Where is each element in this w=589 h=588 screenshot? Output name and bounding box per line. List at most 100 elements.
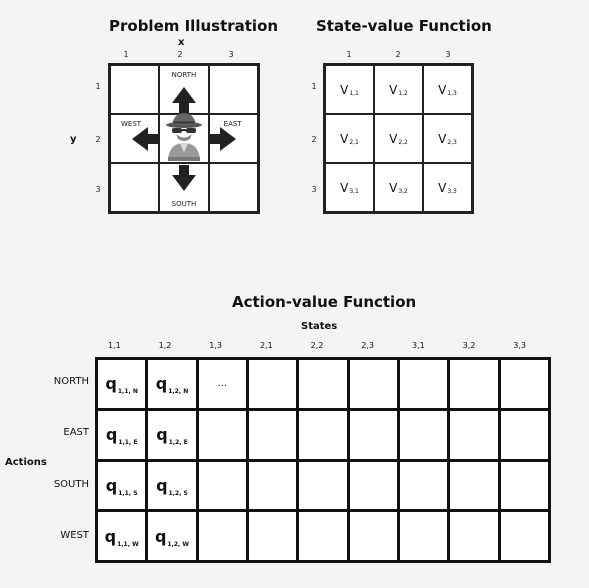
grid-cell <box>208 65 258 114</box>
q-cell <box>349 512 397 560</box>
q-cell <box>349 461 397 510</box>
state-column-label: 2,1 <box>259 341 273 350</box>
q-cell <box>450 461 498 510</box>
state-column-label: 3,2 <box>462 341 476 350</box>
south-label: SOUTH <box>171 200 197 208</box>
q-cell <box>500 410 548 459</box>
row-tick: 1 <box>311 82 317 91</box>
q-cell <box>248 360 297 408</box>
state-value-title: State-value Function <box>316 17 492 35</box>
state-column-label: 2,2 <box>310 341 324 350</box>
action-value-title: Action-value Function <box>232 293 417 311</box>
grid-cell <box>110 163 160 212</box>
col-tick: 2 <box>177 50 183 59</box>
q-cell: q1,1, S <box>98 461 146 510</box>
q-value-label: q1,2, W <box>154 526 190 548</box>
q-cell: ... <box>198 360 246 408</box>
state-column-label: 1,3 <box>209 341 223 350</box>
arrow-west-icon <box>132 127 158 151</box>
row-tick: 2 <box>95 135 101 144</box>
states-label: States <box>301 321 338 332</box>
row-tick: 3 <box>311 185 317 194</box>
row-tick: 3 <box>95 185 101 194</box>
action-row-label: SOUTH <box>53 478 89 490</box>
col-tick: 3 <box>445 50 451 59</box>
action-row-label: NORTH <box>53 375 89 387</box>
q-cell: q1,1, N <box>98 360 146 408</box>
q-value-label: q1,1, W <box>104 526 139 548</box>
grid-cell <box>110 65 160 114</box>
x-axis-label: x <box>178 37 185 48</box>
q-cell: q1,2, W <box>148 512 196 560</box>
q-cell <box>198 410 246 459</box>
action-row-label: EAST <box>63 427 89 439</box>
q-cell: q1,1, W <box>98 512 146 560</box>
action-value-table: q1,1, N q1,2, N... q1,1, E q1,2, E q1,1, S q1… <box>95 357 551 563</box>
state-column-label: 1,1 <box>107 341 121 350</box>
q-cell <box>500 461 548 510</box>
q-cell: q1,2, S <box>148 461 196 510</box>
state-column-label: 3,1 <box>411 341 425 350</box>
q-cell <box>248 410 297 459</box>
y-axis-label: y <box>70 134 77 145</box>
north-label: NORTH <box>171 71 197 79</box>
q-cell <box>299 512 347 560</box>
state-column-label: 2,3 <box>361 341 375 350</box>
west-label: WEST <box>121 120 142 128</box>
state-column-label: 3,3 <box>513 341 527 350</box>
q-cell: q1,1, E <box>98 410 146 459</box>
q-cell <box>248 461 297 510</box>
col-tick: 1 <box>123 50 129 59</box>
problem-title: Problem Illustration <box>109 17 279 35</box>
arrow-east-icon <box>210 127 236 151</box>
q-cell: q1,2, N <box>148 360 196 408</box>
q-cell <box>500 360 548 408</box>
col-tick: 1 <box>346 50 352 59</box>
q-value-label: q1,1, S <box>105 475 138 497</box>
q-cell <box>349 410 397 459</box>
q-cell <box>248 512 297 560</box>
q-value-label: q1,2, E <box>156 425 188 447</box>
q-value-label: q1,1, E <box>105 425 138 447</box>
arrow-south-icon <box>172 165 196 191</box>
east-label: EAST <box>223 120 242 128</box>
q-cell <box>450 360 498 408</box>
action-row-label: WEST <box>60 530 89 542</box>
q-cell <box>349 360 397 408</box>
col-tick: 3 <box>228 50 234 59</box>
q-cell <box>198 512 246 560</box>
q-cell <box>399 461 448 510</box>
col-tick: 2 <box>395 50 401 59</box>
q-cell <box>450 410 498 459</box>
q-cell <box>399 512 448 560</box>
q-cell <box>399 360 448 408</box>
q-value-label: q1,2, N <box>155 374 189 396</box>
ellipsis-text: ... <box>217 378 228 390</box>
q-cell <box>450 512 498 560</box>
q-cell: q1,2, E <box>148 410 196 459</box>
q-cell <box>399 410 448 459</box>
state-column-label: 1,2 <box>158 341 172 350</box>
q-value-label: q1,1, N <box>105 374 138 396</box>
arrow-north-icon <box>172 87 196 113</box>
q-value-label: q1,2, S <box>156 475 188 497</box>
spy-icon <box>166 113 202 161</box>
agent-arrows <box>132 87 236 191</box>
q-cell <box>299 461 347 510</box>
q-cell <box>500 512 548 560</box>
q-cell <box>299 410 347 459</box>
grid-cell <box>208 163 258 212</box>
row-tick: 1 <box>95 82 101 91</box>
q-cell <box>299 360 347 408</box>
row-tick: 2 <box>311 135 317 144</box>
